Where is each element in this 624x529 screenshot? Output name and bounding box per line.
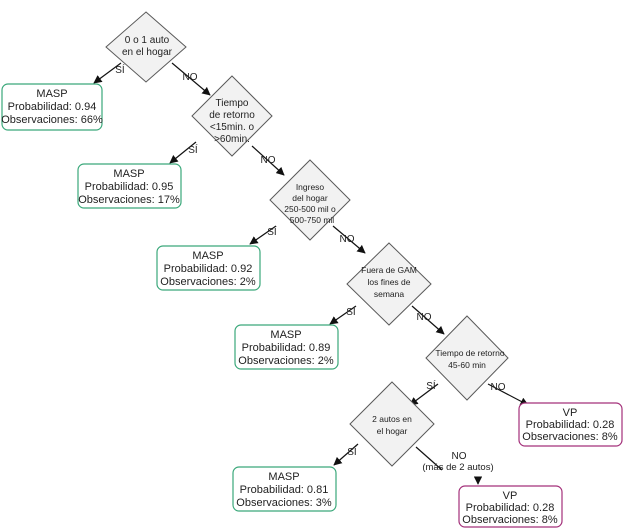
arrow-d4-yes <box>329 305 357 325</box>
outcome-box-6: MASP Probabilidad: 0.81 Observaciones: 3… <box>232 466 337 512</box>
outcome-4-obs: Observaciones: 2% <box>238 355 334 367</box>
decision-node-3: Ingreso del hogar 250-500 mil o 500-750 … <box>269 159 351 241</box>
arrow-d5-yes <box>409 383 439 406</box>
outcome-6-title: MASP <box>268 471 299 483</box>
outcome-5-title: VP <box>563 407 578 419</box>
decision-node-4: Fuera de GAM los fines de semana <box>346 242 432 326</box>
outcome-3-title: MASP <box>192 250 223 262</box>
arrow-d1-yes <box>93 62 122 84</box>
outcome-box-1: MASP Probabilidad: 0.94 Observaciones: 6… <box>1 83 103 131</box>
outcome-box-3: MASP Probabilidad: 0.92 Observaciones: 2… <box>156 245 261 291</box>
outcome-nodes: MASP Probabilidad: 0.94 Observaciones: 6… <box>1 83 623 528</box>
outcome-6-obs: Observaciones: 3% <box>236 497 332 509</box>
arrow-d6-no-seg1 <box>415 446 443 471</box>
decision-5-line-1: Tiempo de retorno <box>435 348 504 358</box>
decision-5-line-2: 45-60 min <box>448 360 486 370</box>
outcome-3-prob: Probabilidad: 0.92 <box>164 263 253 275</box>
decision-4-line-1: Fuera de GAM <box>361 265 417 275</box>
outcome-7-prob: Probabilidad: 0.28 <box>466 502 555 514</box>
decision-node-6: 2 autos en el hogar <box>349 381 435 467</box>
label-no-6-detail: (más de 2 autos) <box>422 462 493 473</box>
label-no-1: NO <box>183 72 198 83</box>
decision-node-1: 0 o 1 auto en el hogar <box>105 11 187 83</box>
decision-2-line-3: <15min. o <box>210 122 255 133</box>
label-yes-1: SÍ <box>115 63 125 76</box>
arrow-d3-yes <box>249 225 277 245</box>
label-no-3: NO <box>340 234 355 245</box>
decision-4-line-2: los fines de <box>368 277 411 287</box>
outcome-7-title: VP <box>503 490 518 502</box>
label-no-5: NO <box>491 382 506 393</box>
arrow-d3-no <box>332 225 366 254</box>
outcome-box-4: MASP Probabilidad: 0.89 Observaciones: 2… <box>234 324 339 370</box>
decision-3-line-1: Ingreso <box>296 182 325 192</box>
decision-node-2: Tiempo de retorno <15min. o >60min. <box>191 75 273 157</box>
label-yes-6: SÍ <box>347 445 357 458</box>
outcome-box-5: VP Probabilidad: 0.28 Observaciones: 8% <box>518 402 623 447</box>
decision-4-line-3: semana <box>374 289 405 299</box>
decision-1-line-2: en el hogar <box>122 47 173 58</box>
label-yes-2: SÍ <box>188 143 198 156</box>
decision-6-line-2: el hogar <box>377 426 408 436</box>
decision-3-line-4: 500-750 mil <box>290 215 335 225</box>
outcome-7-obs: Observaciones: 8% <box>462 514 558 526</box>
arrow-d5-no <box>487 383 529 406</box>
label-no-6: NO <box>452 451 467 462</box>
outcome-1-title: MASP <box>36 88 67 100</box>
outcome-5-prob: Probabilidad: 0.28 <box>526 419 615 431</box>
label-no-4: NO <box>417 312 432 323</box>
decision-2-line-4: >60min. <box>214 134 250 145</box>
decision-6-line-1: 2 autos en <box>372 414 412 424</box>
decision-node-5: Tiempo de retorno 45-60 min <box>425 315 509 401</box>
outcome-4-title: MASP <box>270 329 301 341</box>
decision-3-line-3: 250-500 mil o <box>284 204 336 214</box>
decision-3-line-2: del hogar <box>292 193 328 203</box>
decision-2-line-2: de retorno <box>209 110 255 121</box>
decision-nodes: 0 o 1 auto en el hogar Tiempo de retorno… <box>105 11 509 467</box>
outcome-box-7: VP Probabilidad: 0.28 Observaciones: 8% <box>458 485 563 528</box>
arrow-d6-yes <box>333 443 359 466</box>
outcome-2-obs: Observaciones: 17% <box>78 194 180 206</box>
arrow-d4-no <box>411 305 445 335</box>
outcome-6-prob: Probabilidad: 0.81 <box>240 484 329 496</box>
decision-1-line-1: 0 o 1 auto <box>125 35 170 46</box>
label-yes-5: SÍ <box>426 379 436 392</box>
outcome-2-title: MASP <box>113 168 144 180</box>
label-yes-4: SÍ <box>346 305 356 318</box>
outcome-box-2: MASP Probabilidad: 0.95 Observaciones: 1… <box>77 163 182 209</box>
outcome-2-prob: Probabilidad: 0.95 <box>85 181 174 193</box>
label-no-2: NO <box>261 155 276 166</box>
connectors <box>93 62 529 485</box>
outcome-1-prob: Probabilidad: 0.94 <box>8 101 97 113</box>
branch-labels: SÍ NO SÍ NO SÍ NO SÍ NO SÍ NO SÍ NO (más… <box>115 63 505 473</box>
arrow-d1-no <box>171 62 211 96</box>
outcome-4-prob: Probabilidad: 0.89 <box>242 342 331 354</box>
outcome-3-obs: Observaciones: 2% <box>160 276 256 288</box>
outcome-1-obs: Observaciones: 66% <box>1 114 103 126</box>
label-yes-3: SÍ <box>267 225 277 238</box>
arrow-d2-no <box>251 145 285 176</box>
decision-2-line-1: Tiempo <box>216 98 249 109</box>
outcome-5-obs: Observaciones: 8% <box>522 431 618 443</box>
arrow-d2-yes <box>169 141 197 164</box>
